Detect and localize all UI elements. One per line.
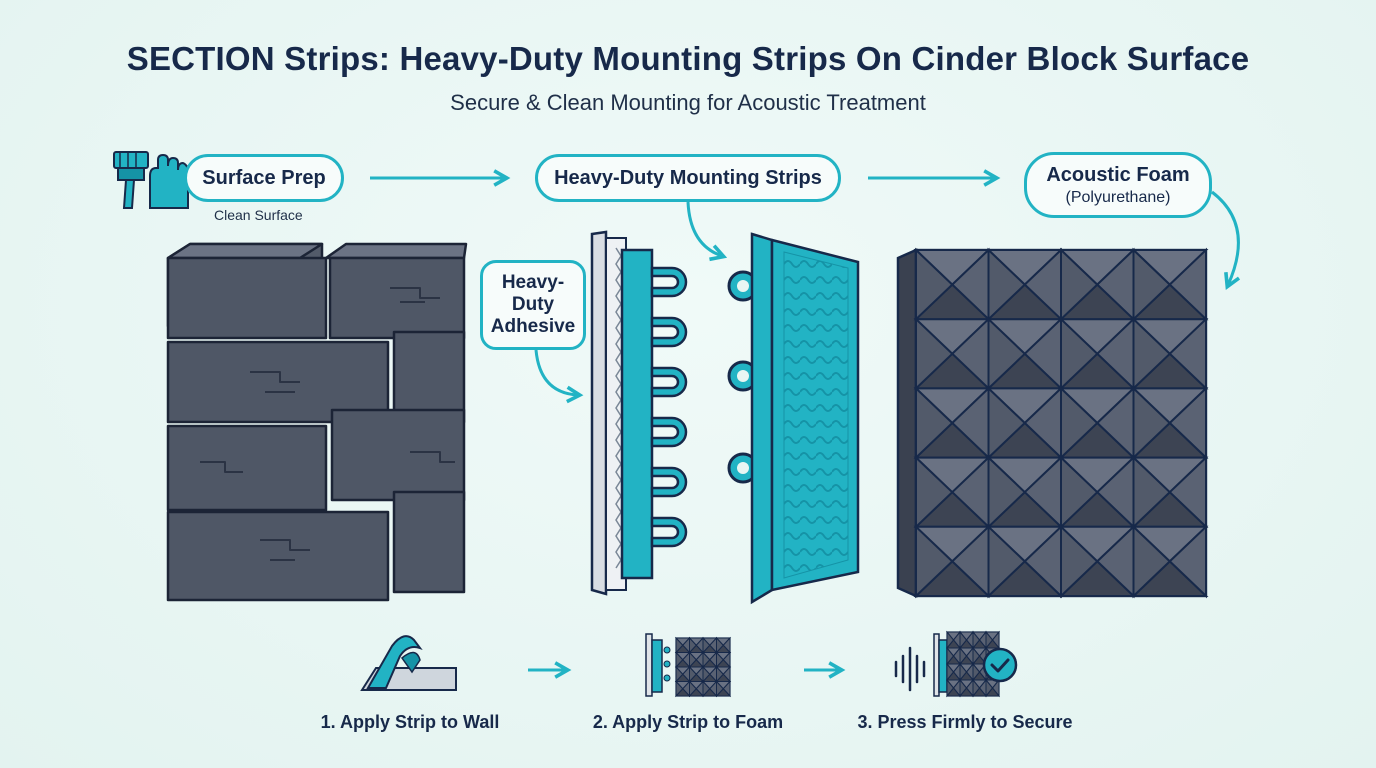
foam-facet [972,646,981,666]
acoustic-foam-label: Acoustic Foam [1046,163,1190,186]
brush-hand-icon [113,151,189,209]
mounting-strips-label: Heavy-Duty Mounting Strips [554,166,822,189]
foam-facet [716,680,724,698]
mounting-strips-pill: Heavy-Duty Mounting Strips [535,154,841,202]
apply-strip-foam-icon [645,633,732,698]
foam-facet [959,678,968,698]
surface-prep-caption: Clean Surface [214,207,303,223]
foam-facet [1060,386,1099,460]
step-1-label: 1. Apply Strip to Wall [320,712,500,732]
foam-facet [915,524,954,599]
sound-wave-icon [894,646,926,692]
foam-facet [702,651,711,669]
foam-facet [675,651,684,669]
foam-facet [972,662,981,682]
page-title: SECTION Strips: Heavy-Duty Mounting Stri… [126,40,1250,77]
foam-facet [987,386,1027,460]
foam-facet [1132,316,1172,391]
foam-facet [915,247,954,322]
surface-prep-label: Surface Prep [202,166,326,189]
foam-facet [702,665,711,683]
foam-facet [689,680,697,698]
foam-facet [946,646,955,666]
mounting-strip-panel [727,232,860,605]
foam-facet [1132,455,1172,530]
curve-arrow-strips [686,201,728,262]
foam-facet [716,665,724,683]
adhesive-callout: Heavy-Duty Adhesive [480,260,586,350]
foam-facet [702,680,711,698]
foam-facet [946,678,955,698]
step-3-label: 3. Press Firmly to Secure [857,712,1073,732]
foam-facet [716,651,724,669]
acoustic-foam-panel [896,247,1209,599]
adhesive-label: Heavy-Duty Adhesive [490,272,576,337]
foam-facet [716,636,724,654]
foam-facet [972,630,981,650]
foam-facet [915,316,954,391]
foam-facet [689,665,697,683]
foam-facet [987,316,1027,391]
foam-facet [987,247,1027,322]
foam-facet [1132,247,1172,322]
foam-facet [1132,524,1172,599]
foam-side-edge [896,248,918,598]
foam-facet [985,630,994,650]
foam-facet [987,455,1027,530]
foam-facet [689,636,697,654]
foam-facet [675,665,684,683]
check-circle-icon [982,647,1018,683]
foam-facet [1060,247,1099,322]
foam-facet [1060,455,1099,530]
foam-facet [675,680,684,698]
foam-facet [972,678,981,698]
foam-facet [915,386,954,460]
foam-facet [959,662,968,682]
press-secure-icon [933,630,1001,698]
foam-facet [1132,386,1172,460]
foam-facet [675,636,684,654]
page-subtitle: Secure & Clean Mounting for Acoustic Tre… [450,90,926,115]
foam-facet [959,630,968,650]
surface-prep-pill: Surface Prep [184,154,344,202]
curve-arrow-adhesive [534,349,584,404]
foam-facet [946,662,955,682]
foam-facet [702,636,711,654]
apply-strip-wall-icon [360,635,457,691]
foam-facet [985,678,994,698]
foam-facet [915,455,954,530]
foam-facet [959,646,968,666]
foam-facet [1060,316,1099,391]
curve-arrow-foam [1211,190,1241,290]
acoustic-foam-sub: (Polyurethane) [1065,188,1171,206]
step-2-label: 2. Apply Strip to Foam [592,712,784,732]
acoustic-foam-pill: Acoustic Foam (Polyurethane) [1024,152,1212,218]
foam-facet [987,524,1027,599]
cinder-block-wall [166,242,468,602]
foam-facet [946,630,955,650]
adhesive-strip-panel [590,230,688,596]
foam-facet [1060,524,1099,599]
foam-facet [689,651,697,669]
